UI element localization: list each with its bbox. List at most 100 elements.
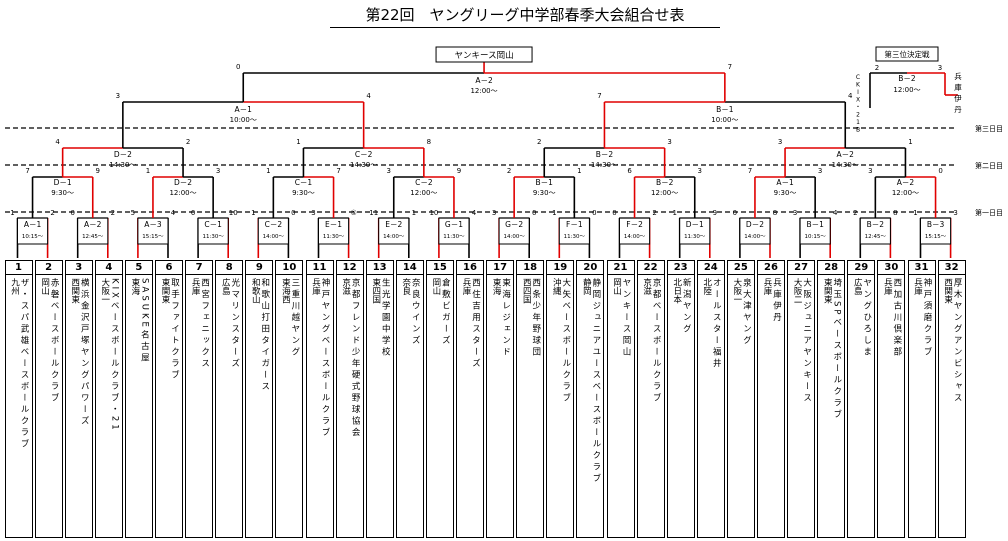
- third-left-team-char: ・: [855, 104, 861, 111]
- team-name-block: 広島ヤングひろしま: [848, 275, 874, 537]
- team-name-block: 大阪二大阪ジュニアヤンキース: [788, 275, 814, 537]
- r1-match-box: [558, 217, 590, 245]
- r1-score-right: 2: [111, 209, 115, 217]
- team-name: 厚木ヤングアンビシャス: [952, 278, 963, 405]
- r2-match-score-left: 3: [387, 167, 391, 175]
- sf-match-time: 10:00～: [711, 116, 738, 124]
- third-place-time: 12:00～: [893, 86, 920, 94]
- team-name-block: 兵庫神戸ヤングベースボールクラブ: [307, 275, 333, 537]
- qf-match-score-left: 1: [296, 138, 300, 146]
- r1-match-time: 11:30～: [323, 234, 345, 240]
- team-prefecture: 西関東: [942, 278, 953, 304]
- third-left-team-char: 1: [856, 119, 860, 126]
- team-name-block: 静岡静岡ジュニアユースベースボールクラブ: [577, 275, 603, 537]
- r1-match-box: [77, 217, 109, 245]
- team-name-block: 岡山ヤンキース岡山: [608, 275, 634, 537]
- r2-match-score-left: 1: [146, 167, 150, 175]
- r1-score-left: 0: [70, 209, 74, 217]
- team-number: 2: [35, 261, 62, 275]
- r1-score-left: 1: [672, 209, 676, 217]
- team-name-block: 大阪一泉大津ヤング: [728, 275, 754, 537]
- team-name-block: 岡山倉敷ビガーズ: [427, 275, 453, 537]
- team-name: 埼玉SPベースボールクラブ: [831, 278, 842, 422]
- team-name-block: 兵庫神戸須磨クラブ: [909, 275, 935, 537]
- team-prefecture: 兵庫: [912, 278, 923, 295]
- team-name: 西加古川倶楽部: [891, 278, 902, 359]
- final-match-time: 12:00～: [470, 87, 497, 95]
- team-number: 19: [547, 261, 574, 275]
- qf-match-label: A－2: [837, 150, 855, 159]
- qf-match-label: B－2: [596, 150, 614, 159]
- third-right-team-char: 兵: [954, 71, 962, 81]
- team-name: 静岡ジュニアユースベースボールクラブ: [590, 278, 601, 485]
- r1-match-box: [378, 217, 410, 245]
- team-name: 京都フレンド少年硬式野球協会: [350, 278, 361, 439]
- team-number: 21: [607, 261, 634, 275]
- r1-score-right: 8: [893, 209, 897, 217]
- r1-score-left: 0: [612, 209, 616, 217]
- final-match-score-right: 7: [728, 63, 732, 71]
- r2-match-time: 12:00～: [651, 189, 678, 197]
- team-number: 1: [5, 261, 32, 275]
- r1-score-right: 0: [291, 209, 295, 217]
- r1-match-time: 12:45～: [82, 234, 104, 240]
- team-prefecture: 北陸: [701, 278, 712, 295]
- team-name-block: 西関東厚木ヤングアンビシャス: [939, 275, 965, 537]
- r1-match-box: [197, 217, 229, 245]
- third-place-label: B－2: [898, 74, 916, 83]
- team-name-block: 兵庫西加古川倶楽部: [878, 275, 904, 537]
- team-prefecture: 静岡: [581, 278, 592, 295]
- team-number: 25: [727, 261, 754, 275]
- team-name-block: 兵庫西宮フェニックス: [186, 275, 212, 537]
- r1-match-time: 14:00～: [263, 234, 285, 240]
- team-number: 28: [818, 261, 845, 275]
- team-number: 8: [216, 261, 243, 275]
- r1-match-label: D－2: [746, 220, 764, 229]
- team-name-block: 北陸オールスター福井: [698, 275, 724, 537]
- team-number: 22: [637, 261, 664, 275]
- r2-match-label: C－2: [415, 178, 433, 187]
- team-prefecture: 東四国: [370, 278, 381, 304]
- r1-match-label: C－2: [265, 220, 283, 229]
- r1-score-right: 2: [652, 209, 656, 217]
- team-number: 11: [306, 261, 333, 275]
- team-number: 14: [396, 261, 423, 275]
- r1-match-time: 10:15～: [804, 234, 826, 240]
- team-name: 西宮フェニックス: [199, 278, 210, 370]
- team-number: 24: [697, 261, 724, 275]
- team-name: ザ・スパ武雄ベースボールクラブ: [19, 278, 29, 451]
- r1-match-time: 10:15～: [22, 234, 44, 240]
- team-name: 泉大津ヤング: [741, 278, 752, 347]
- r1-match-label: G－2: [505, 220, 523, 229]
- r1-match-time: 14:00～: [744, 234, 766, 240]
- team-prefecture: 兵庫: [882, 278, 893, 295]
- r2-match-score-left: 7: [25, 167, 29, 175]
- r1-match-time: 14:00～: [624, 234, 646, 240]
- team-number: 13: [366, 261, 393, 275]
- third-score-left: 2: [875, 64, 879, 72]
- final-match-score-left: 0: [236, 63, 240, 71]
- team-number: 6: [156, 261, 182, 275]
- team-name: 神戸ヤングベースボールクラブ: [320, 278, 330, 439]
- r2-match-label: B－1: [536, 178, 554, 187]
- team-prefecture: 九州: [9, 278, 20, 295]
- third-place-box: [875, 46, 939, 62]
- team-name: 赤磐ベースボールクラブ: [49, 278, 60, 405]
- team-prefecture: 東関東: [822, 278, 833, 304]
- r1-score-right: 4: [171, 209, 176, 217]
- r1-match-box: [257, 217, 289, 245]
- r1-match-label: E－2: [385, 220, 402, 229]
